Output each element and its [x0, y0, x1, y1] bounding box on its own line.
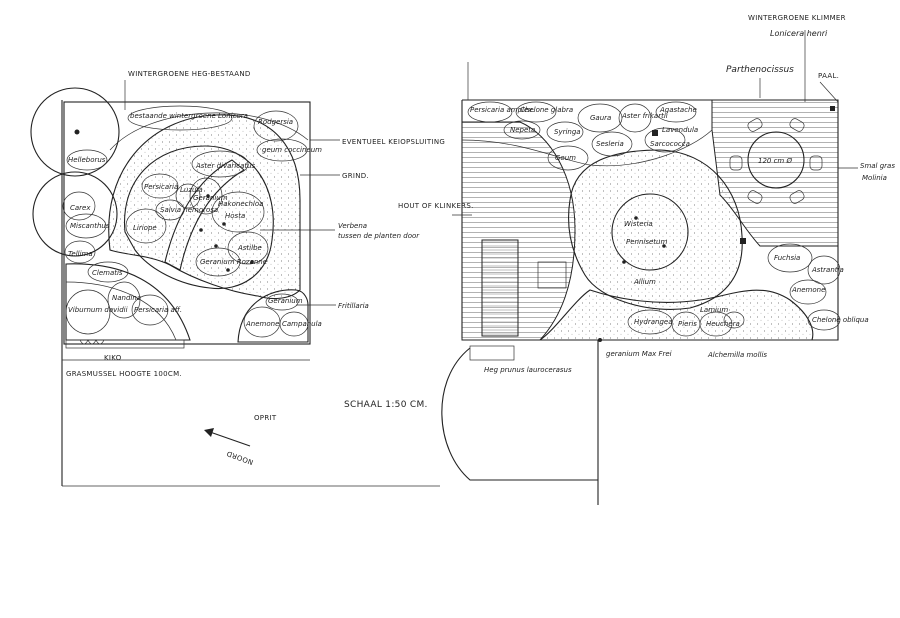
label-chelone: Chelone glabra	[520, 106, 573, 114]
top-subtitle: Lonicera henri	[770, 29, 828, 38]
label-gaura: Gaura	[590, 114, 611, 122]
label-verbena: Verbena	[338, 222, 367, 230]
label-astilbe: Astilbe	[237, 244, 262, 252]
label-tellima: Tellima	[68, 250, 93, 258]
label-heuchera: Heuchera	[706, 320, 740, 328]
label-hedge-prunus: Heg prunus laurocerasus	[484, 366, 572, 374]
label-salvia: Salvia nemorosa	[160, 206, 218, 214]
label-anemone: Anemone	[245, 320, 279, 328]
label-table: 120 cm Ø	[758, 157, 792, 165]
top-bed-edge	[461, 129, 713, 167]
label-viburnum: Viburnum davidii	[68, 306, 128, 314]
label-aster: Aster divaricatus	[195, 162, 256, 170]
label-pennisetum: Pennisetum	[626, 238, 667, 246]
label-luzula: Luzula	[180, 186, 203, 194]
center-bed	[611, 193, 689, 271]
label-smalgras: Smal gras	[860, 162, 895, 170]
label-molinia: Molinia	[862, 174, 887, 182]
scale-label: SCHAAL 1:50 CM.	[344, 400, 428, 410]
leader-lines	[124, 80, 340, 306]
label-campanula: Campanula	[282, 320, 322, 328]
label-hakonechloa: Hakonechloa	[218, 200, 263, 208]
label-hout: HOUT OF KLINKERS.	[398, 202, 474, 210]
kiko-hedge	[65, 339, 185, 349]
side-table	[537, 261, 567, 289]
label-fuchsia: Fuchsia	[774, 254, 800, 262]
label-hydrangea: Hydrangea	[634, 318, 673, 326]
label-astrantia: Astrantia	[811, 266, 844, 274]
label-keiopsluiting: EVENTUEEL KEIOPSLUITING	[342, 138, 445, 146]
label-persicaria: Persicaria	[144, 183, 178, 191]
top-planting-bed	[109, 112, 309, 151]
inner-gravel-band	[164, 159, 245, 271]
label-miscanthus: Miscanthus	[70, 222, 110, 230]
label-kiko-note: GRASMUSSEL HOOGTE 100CM.	[66, 370, 182, 378]
label-lavendula: Lavendula	[662, 126, 698, 134]
label-carex: Carex	[70, 204, 91, 212]
label-geum: geum coccineum	[262, 146, 322, 154]
label-nandina: Nandina	[112, 294, 141, 302]
bed-divider	[65, 281, 177, 341]
north-label: NOORD	[225, 449, 254, 466]
label-anemone-r: Anemone	[791, 286, 825, 294]
label-lamium: Lamium	[700, 306, 728, 314]
label-hosta: Hosta	[225, 212, 245, 220]
lower-planting-bed	[65, 263, 191, 341]
plant-markers	[199, 194, 254, 272]
label-syringa: Syringa	[554, 128, 581, 136]
label-rodgersia: Rodgersia	[258, 118, 293, 126]
label-helleborus: Helleborus	[68, 156, 106, 164]
label-allium: Allium	[633, 278, 656, 286]
label-geum-r: Geum	[555, 154, 576, 162]
lawn-circle	[441, 347, 598, 481]
top-title: WINTERGROENE KLIMMER	[748, 14, 846, 22]
label-geranium-r: geranium Max Frei	[606, 350, 672, 358]
label-agastache: Agastache	[659, 106, 697, 114]
label-persicaria-b: Persicaria aff.	[134, 306, 182, 314]
left-plot-border	[63, 101, 311, 345]
right-garden-plan: WINTERGROENE KLIMMER Lonicera henri Part…	[398, 14, 895, 505]
tree-canopy	[32, 171, 118, 257]
kiko-symbol	[79, 339, 105, 345]
label-geranium-a: Geranium	[193, 194, 228, 202]
label-clematis: Clematis	[92, 269, 123, 277]
left-garden-plan: WINTERGROENE HEG-BESTAAND bestaande wint…	[30, 70, 445, 487]
north-arrow: NOORD	[204, 428, 254, 466]
label-alchemilla: Alchemilla mollis	[707, 351, 767, 359]
label-wisteria: Wisteria	[624, 220, 653, 228]
bottom-right-bed	[237, 289, 309, 343]
label-fritillaria: Fritillaria	[338, 302, 369, 310]
label-liriope: Liriope	[133, 224, 157, 232]
label-parthenocissus: Parthenocissus	[726, 65, 794, 75]
inner-planting-bed	[123, 145, 274, 290]
label-chelone-obliqua: Chelone obliqua	[812, 316, 869, 324]
tree-trunk	[74, 129, 80, 135]
dining-table	[729, 118, 823, 204]
lounge-bench	[481, 239, 519, 337]
label-aster-frikartii: Aster frikartii	[621, 112, 668, 120]
tree-canopy	[30, 87, 120, 177]
label-persicaria-r: Persicaria amplex.	[470, 106, 535, 114]
plant-group-ovals	[467, 101, 841, 337]
label-paal: PAAL.	[818, 72, 839, 80]
hedge-block	[469, 345, 515, 361]
leader-lines	[452, 30, 858, 216]
label-grind: GRIND.	[342, 172, 369, 180]
round-gravel-area	[568, 149, 743, 310]
label-verbena-note: tussen de planten door	[338, 232, 420, 240]
label-oprit: OPRIT	[254, 414, 277, 422]
center-markers	[622, 216, 666, 264]
label-geranium-rozanne: Geranium Rozanne	[200, 258, 267, 266]
label-sesleria: Sesleria	[596, 140, 624, 148]
label-sarcococca: Sarcococca	[650, 140, 690, 148]
hedge-title: WINTERGROENE HEG-BESTAAND	[128, 70, 251, 78]
label-geranium-b: Geranium	[268, 297, 303, 305]
posts	[598, 106, 835, 342]
plant-group-ovals	[62, 105, 309, 338]
label-kiko: KIKO	[104, 354, 122, 362]
label-nepeta: Nepeta	[510, 126, 535, 134]
label-pieris: Pieris	[678, 320, 697, 328]
label-hedge-note: bestaande wintergroene Lonicera	[130, 112, 248, 120]
